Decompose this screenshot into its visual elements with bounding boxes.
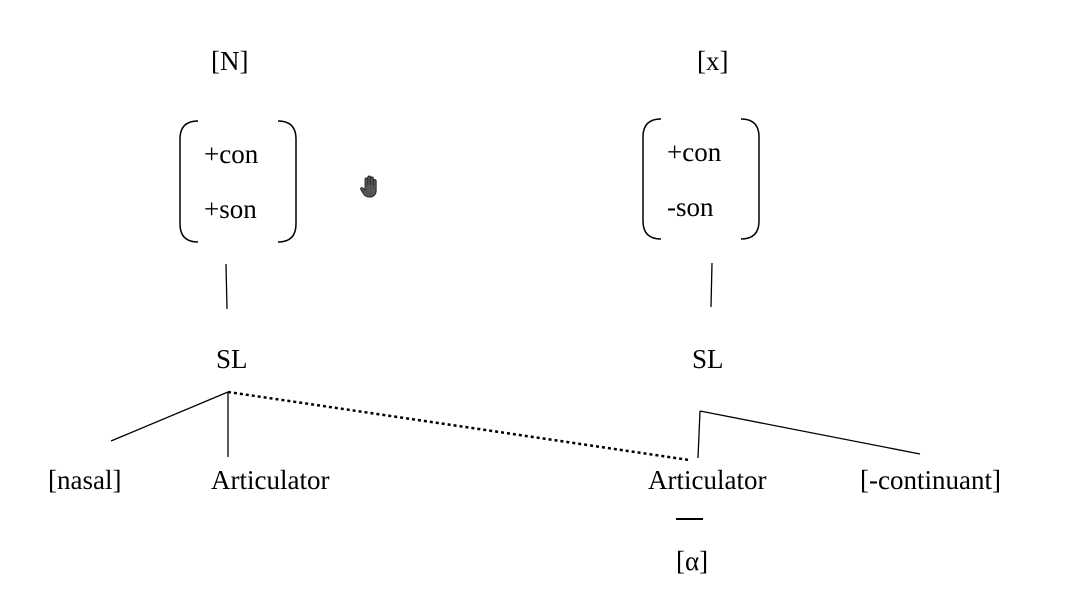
left-segment-label: [N] (211, 46, 249, 76)
left-root-line (225, 263, 228, 310)
right-alpha-label: [α] (676, 546, 709, 576)
right-root-line (710, 262, 713, 308)
right-sl-node: SL (692, 344, 724, 374)
right-segment-label: [x] (697, 46, 729, 76)
left-bracket-close (277, 120, 297, 243)
left-sl-node: SL (216, 344, 248, 374)
right-continuant-label: [-continuant] (860, 465, 1001, 495)
left-nasal-label: [nasal] (48, 465, 122, 495)
spreading-dotted-line (227, 390, 690, 462)
right-feature-son: -son (667, 192, 714, 222)
right-articulator-label: Articulator (648, 465, 767, 495)
right-feature-con: +con (667, 137, 722, 167)
left-feature-con: +con (204, 139, 259, 169)
right-continuant-branch (699, 410, 921, 455)
right-bracket-close (740, 118, 760, 240)
left-feature-son: +son (204, 194, 257, 224)
left-nasal-branch (110, 391, 229, 442)
hand-cursor-icon (360, 175, 377, 198)
right-bracket-open (642, 118, 662, 240)
right-articulator-branch (697, 410, 701, 459)
left-articulator-label: Articulator (211, 465, 330, 495)
left-bracket-open (179, 120, 199, 243)
